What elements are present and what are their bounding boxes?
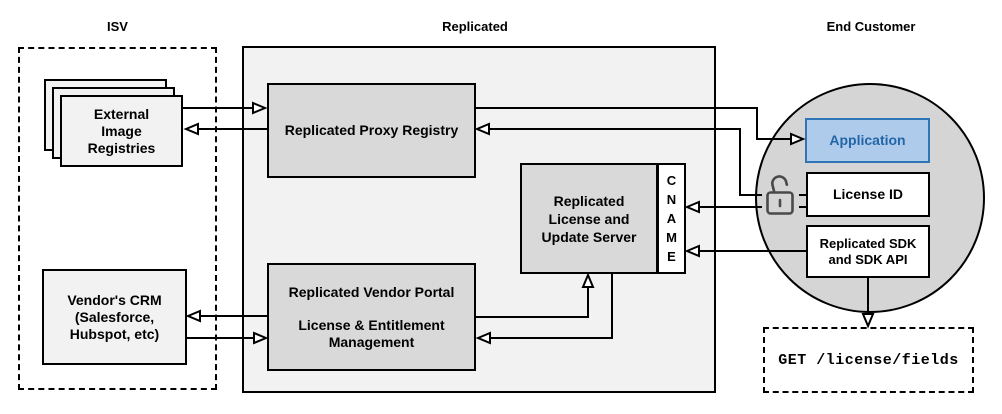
server-line-1: Replicated [553, 192, 625, 209]
license-id-label: License ID [832, 186, 904, 202]
vendor-portal-title: Replicated Vendor Portal [288, 283, 455, 300]
server-line-2: License and [548, 210, 630, 227]
sdk-line-2: and SDK API [828, 251, 908, 267]
cname-letter-n: N [666, 192, 677, 207]
crm-line-2: (Salesforce, [74, 308, 155, 325]
proxy-registry-label: Replicated Proxy Registry [284, 122, 459, 138]
proxy-registry-box: Replicated Proxy Registry [267, 83, 476, 178]
zone-title-replicated: Replicated [442, 19, 508, 34]
zone-title-isv: ISV [107, 19, 128, 34]
get-license-fields-label: GET /license/fields [778, 351, 959, 369]
crm-line-1: Vendor's CRM [67, 291, 162, 308]
application-label: Application [829, 132, 906, 148]
license-update-server-box: Replicated License and Update Server [520, 163, 658, 274]
crm-line-3: Hubspot, etc) [69, 325, 160, 342]
zone-title-end-customer: End Customer [826, 19, 916, 34]
cname-letter-c: C [666, 173, 677, 188]
sdk-line-1: Replicated SDK [819, 235, 917, 251]
license-id-box: License ID [806, 172, 930, 217]
vendor-portal-line3: Management [328, 333, 415, 350]
registries-line-2: Image [101, 122, 142, 139]
vendor-crm-box: Vendor's CRM (Salesforce, Hubspot, etc) [42, 269, 187, 365]
vendor-portal-line2: License & Entitlement [298, 316, 445, 333]
external-image-registries-box: External Image Registries [60, 95, 183, 167]
cname-letter-a: A [666, 211, 677, 226]
cname-letter-e: E [667, 249, 676, 264]
replicated-sdk-box: Replicated SDK and SDK API [806, 225, 930, 278]
cname-strip: C N A M E [657, 163, 686, 274]
vendor-portal-box: Replicated Vendor Portal License & Entit… [267, 263, 476, 371]
cname-letter-m: M [666, 230, 677, 245]
registries-line-3: Registries [87, 139, 156, 156]
get-license-fields-box: GET /license/fields [763, 327, 974, 393]
application-box: Application [805, 118, 930, 163]
server-line-3: Update Server [541, 228, 637, 245]
registries-line-1: External [93, 105, 150, 122]
